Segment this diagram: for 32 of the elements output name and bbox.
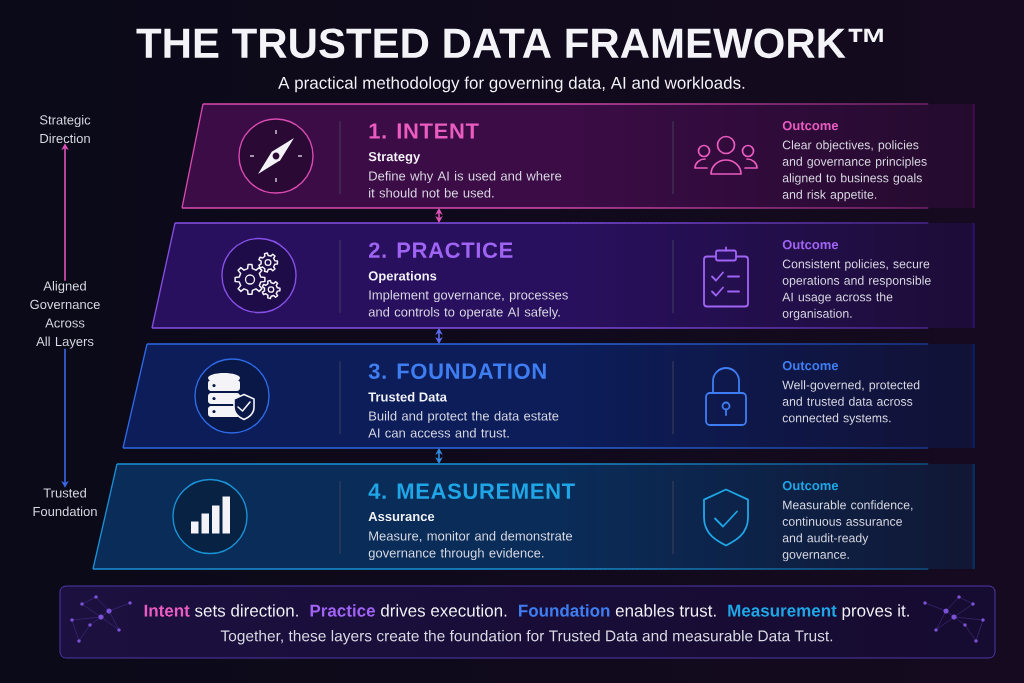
outcome-heading: Outcome [782, 240, 839, 250]
summary-sentence: Intent sets direction. [144, 604, 298, 617]
layer-description: Build and protect the data estate AI can access and trust. [368, 411, 559, 438]
double-arrow [435, 328, 443, 344]
summary-sentence: Practice drives execution. [310, 604, 507, 617]
layer-subtitle: Operations [368, 271, 437, 284]
outcome-heading: Outcome [782, 121, 839, 131]
title: THE TRUSTED DATA FRAMEWORK™ [136, 28, 883, 59]
summary-sentence: Foundation enables trust. [519, 604, 716, 617]
layer-title: 2. PRACTICE [369, 242, 513, 258]
side-label: Aligned Governance Across All Layers [30, 281, 100, 349]
outcome-heading: Outcome [782, 481, 839, 491]
double-arrow [435, 448, 443, 464]
layer-title: 1. INTENT [369, 123, 479, 139]
outcome-text: Clear objectives, policies and governance principles aligned to business goals and risk appetite. [782, 140, 927, 202]
double-arrow [435, 208, 443, 223]
layer-description: Measure, monitor and demonstrate governance through evidence. [368, 531, 573, 561]
summary-text: Together, these layers create the foundation for Trusted Data and measurable Data Trust. [220, 630, 833, 645]
layer-description: Implement governance, processes and controls to operate AI safely. [368, 290, 568, 320]
layer-subtitle: Trusted Data [368, 392, 447, 402]
layer-title: 3. FOUNDATION [368, 363, 546, 379]
side-label: Trusted Foundation [33, 488, 97, 517]
outcome-text: Consistent policies, secure operations and responsible AI usage across the organisation. [782, 259, 931, 321]
layer-title: 4. MEASUREMENT [368, 483, 575, 499]
outcome-text: Well-governed, protected and trusted data across connected systems. [782, 380, 920, 425]
outcome-text: Measurable confidence, continuous assurance and audit-ready governance. [782, 500, 913, 562]
layer-subtitle: Strategy [368, 152, 421, 164]
layer-subtitle: Assurance [368, 512, 435, 522]
outcome-heading: Outcome [782, 361, 839, 371]
side-label: Strategic Direction [39, 115, 91, 144]
summary-sentence: Measurement proves it. [728, 604, 909, 621]
layer-description: Define why AI is used and where it should not be used. [369, 171, 562, 198]
